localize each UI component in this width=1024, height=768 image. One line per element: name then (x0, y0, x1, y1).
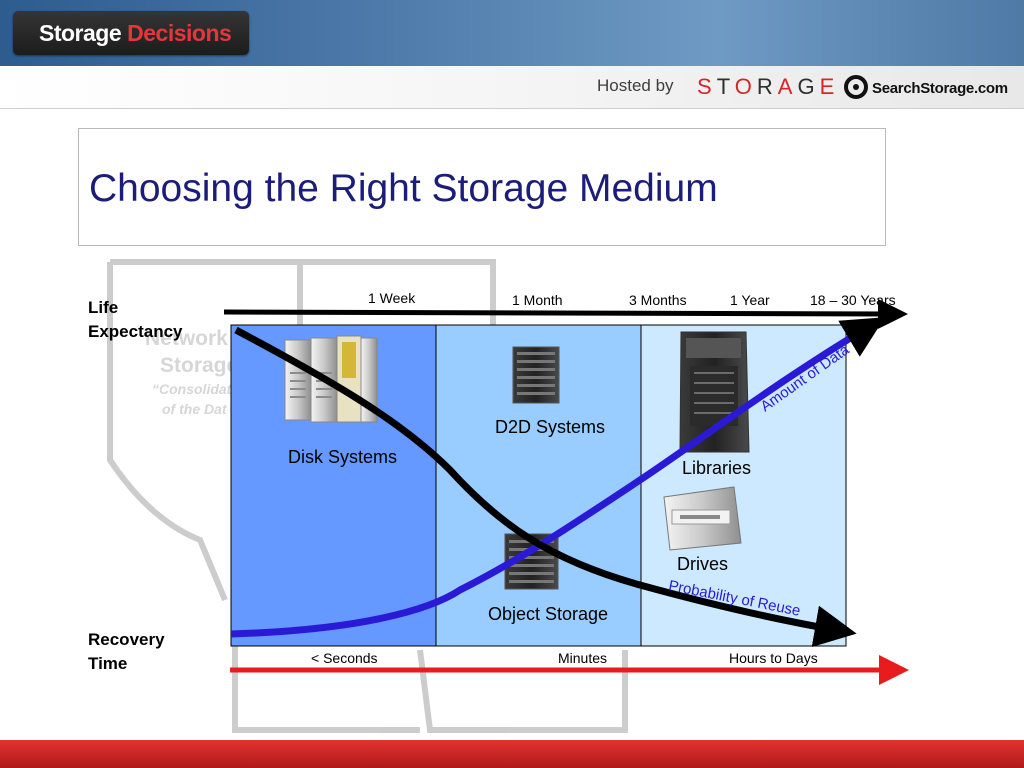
probability-of-reuse-curve (234, 326, 857, 648)
searchstorage-logo-text: SearchStorage.com (872, 80, 1008, 97)
brand-primary: Storage (39, 19, 122, 46)
tick-1-week: 1 Week (368, 290, 416, 306)
life-expectancy-label: Life Expectancy (88, 298, 183, 341)
tick-1-month: 1 Month (512, 292, 563, 308)
storage-magazine-logo: STORAGE (697, 74, 840, 99)
ghost-text-line-4: of the Dat (162, 401, 228, 417)
tick-seconds: < Seconds (311, 650, 378, 666)
tick-hours-to-days: Hours to Days (729, 650, 818, 666)
label-d2d-systems: D2D Systems (495, 417, 605, 437)
page-title: Choosing the Right Storage Medium (89, 167, 718, 210)
tick-minutes: Minutes (558, 650, 607, 666)
hosted-by-text: Hosted by (597, 76, 674, 95)
title-box: Choosing the Right Storage Medium (78, 128, 886, 246)
searchstorage-eye-icon (844, 75, 868, 99)
amount-of-data-curve (230, 317, 886, 638)
storage-decisions-logo: Storage Decisions (13, 11, 249, 55)
tick-3-months: 3 Months (629, 292, 687, 308)
tick-18-30-years: 18 – 30 Years (810, 292, 896, 308)
tick-1-year: 1 Year (730, 292, 770, 308)
label-object-storage: Object Storage (488, 604, 608, 624)
header-band: Storage Decisions (0, 0, 1024, 66)
recovery-time-label: Recovery Time (88, 630, 165, 673)
ghost-text-line-3: “Consolidat (152, 381, 233, 397)
footer-band (0, 740, 1024, 768)
label-disk-systems: Disk Systems (288, 447, 397, 467)
tape-library-image (679, 331, 750, 453)
d2d-rack-image (512, 346, 560, 404)
ghost-text-line-2: Storage (160, 354, 238, 377)
label-drives: Drives (677, 554, 728, 574)
label-libraries: Libraries (682, 458, 751, 478)
brand-secondary: Decisions (127, 19, 232, 46)
ghost-text-line-1: Network (145, 327, 228, 350)
storage-medium-diagram: Network Storage “Consolidat of the Dat (107, 259, 909, 733)
life-expectancy-arrow (223, 298, 908, 329)
tape-drive-image (663, 486, 742, 551)
